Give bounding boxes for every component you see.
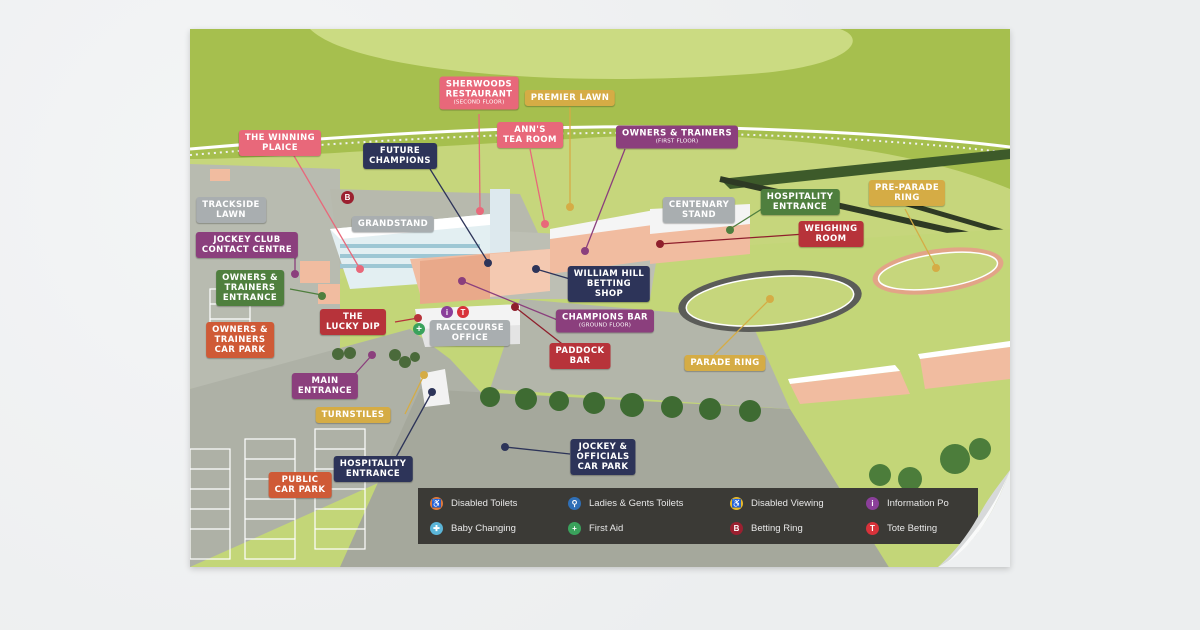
label-text: PREMIER LAWN [530, 93, 610, 103]
information-map-icon: i [441, 306, 453, 318]
label-text: GRANDSTAND [357, 219, 429, 229]
tote-map-icon: T [457, 306, 469, 318]
legend-label: Baby Changing [451, 523, 516, 534]
label-jockeys-carpark: JOCKEY & OFFICIALS CAR PARK [570, 439, 636, 475]
label-text: ANN'S TEA ROOM [503, 125, 557, 145]
label-text: TURNSTILES [321, 410, 385, 420]
label-owners-entrance: OWNERS & TRAINERS ENTRANCE [216, 270, 284, 306]
label-weighing: WEIGHING ROOM [798, 221, 864, 247]
label-text: OWNERS & TRAINERS [622, 128, 732, 139]
information-icon: i [866, 497, 879, 510]
label-text: RACECOURSE OFFICE [435, 323, 505, 343]
legend-item: i Information Po [866, 497, 949, 510]
label-owners-carpark: OWNERS & TRAINERS CAR PARK [206, 322, 274, 358]
label-text: PARADE RING [690, 358, 760, 368]
label-turnstiles: TURNSTILES [315, 407, 391, 423]
legend-label: Ladies & Gents Toilets [589, 498, 684, 509]
label-subtext: (SECOND FLOOR) [453, 99, 505, 106]
label-champions: CHAMPIONS BAR(GROUND FLOOR) [555, 309, 655, 333]
first-aid-icon: + [568, 522, 581, 535]
betting-ring-icon: B [730, 522, 743, 535]
label-text: JOCKEY & OFFICIALS CAR PARK [576, 442, 630, 472]
label-text: OWNERS & TRAINERS ENTRANCE [222, 273, 278, 303]
label-centenary: CENTENARY STAND [662, 197, 736, 223]
label-text: TRACKSIDE LAWN [202, 200, 260, 220]
label-premier: PREMIER LAWN [524, 90, 616, 106]
label-public: PUBLIC CAR PARK [268, 472, 332, 498]
label-anns: ANN'S TEA ROOM [497, 122, 563, 148]
label-jockeyclub: JOCKEY CLUB CONTACT CENTRE [195, 232, 299, 258]
label-text: THE LUCKY DIP [325, 312, 381, 332]
label-text: PRE-PARADE RING [874, 183, 940, 203]
label-text: HOSPITALITY ENTRANCE [766, 192, 834, 212]
label-text: THE WINNING PLAICE [244, 133, 316, 153]
label-text: FUTURE CHAMPIONS [369, 146, 431, 166]
label-text: SHERWOODS RESTAURANT [445, 79, 513, 100]
first-aid-map-icon: + [413, 323, 425, 335]
label-subtext: (FIRST FLOOR) [655, 138, 699, 145]
label-text: WILLIAM HILL BETTING SHOP [573, 269, 645, 299]
label-paddock: PADDOCK BAR [549, 343, 611, 369]
label-hospitality-bottom: HOSPITALITY ENTRANCE [333, 456, 413, 482]
page-curl [938, 470, 1010, 567]
label-text: HOSPITALITY ENTRANCE [339, 459, 407, 479]
label-parade: PARADE RING [684, 355, 766, 371]
label-luckydip: THE LUCKY DIP [319, 309, 387, 335]
legend-item: ♿ Disabled Viewing [730, 497, 824, 510]
label-owners-first: OWNERS & TRAINERS(FIRST FLOOR) [616, 125, 738, 149]
label-subtext: (GROUND FLOOR) [578, 322, 632, 329]
tote-betting-icon: T [866, 522, 879, 535]
betting-ring-map-icon: B [341, 191, 354, 204]
legend-item: B Betting Ring [730, 522, 803, 535]
toilets-icon: ⚲ [568, 497, 581, 510]
viewing-icon: ♿ [730, 497, 743, 510]
label-text: WEIGHING ROOM [804, 224, 858, 244]
legend-item: + First Aid [568, 522, 623, 535]
label-text: JOCKEY CLUB CONTACT CENTRE [201, 235, 293, 255]
label-racecourse: RACECOURSE OFFICE [429, 320, 511, 346]
legend-item: T Tote Betting [866, 522, 937, 535]
label-future: FUTURE CHAMPIONS [363, 143, 437, 169]
label-grandstand: GRANDSTAND [351, 216, 435, 232]
legend-item: ⚲ Ladies & Gents Toilets [568, 497, 683, 510]
baby-changing-icon: ✚ [430, 522, 443, 535]
label-text: CHAMPIONS BAR [561, 312, 649, 323]
label-text: OWNERS & TRAINERS CAR PARK [212, 325, 268, 355]
label-preparade: PRE-PARADE RING [868, 180, 946, 206]
legend-label: Disabled Viewing [751, 498, 824, 509]
label-text: MAIN ENTRANCE [297, 376, 353, 396]
legend-label: Tote Betting [887, 523, 938, 534]
legend-item: ✚ Baby Changing [430, 522, 516, 535]
map-legend: ♿ Disabled Toilets ⚲ Ladies & Gents Toilet… [418, 488, 978, 544]
racecourse-map: B i T + SHERWOODS RESTAURANT(SECOND FLOO… [190, 29, 1010, 567]
label-hospitality-top: HOSPITALITY ENTRANCE [760, 189, 840, 215]
legend-label: Disabled Toilets [451, 498, 518, 509]
label-sherwoods: SHERWOODS RESTAURANT(SECOND FLOOR) [439, 76, 519, 110]
legend-label: Information Po [887, 498, 949, 509]
label-text: PADDOCK BAR [555, 346, 605, 366]
label-main: MAIN ENTRANCE [291, 373, 359, 399]
label-winning: THE WINNING PLAICE [238, 130, 322, 156]
label-text: CENTENARY STAND [668, 200, 730, 220]
label-text: PUBLIC CAR PARK [274, 475, 326, 495]
legend-label: First Aid [589, 523, 624, 534]
wheelchair-icon: ♿ [430, 497, 443, 510]
label-trackside: TRACKSIDE LAWN [196, 197, 266, 223]
label-williamhill: WILLIAM HILL BETTING SHOP [567, 266, 651, 302]
legend-label: Betting Ring [751, 523, 803, 534]
legend-item: ♿ Disabled Toilets [430, 497, 517, 510]
